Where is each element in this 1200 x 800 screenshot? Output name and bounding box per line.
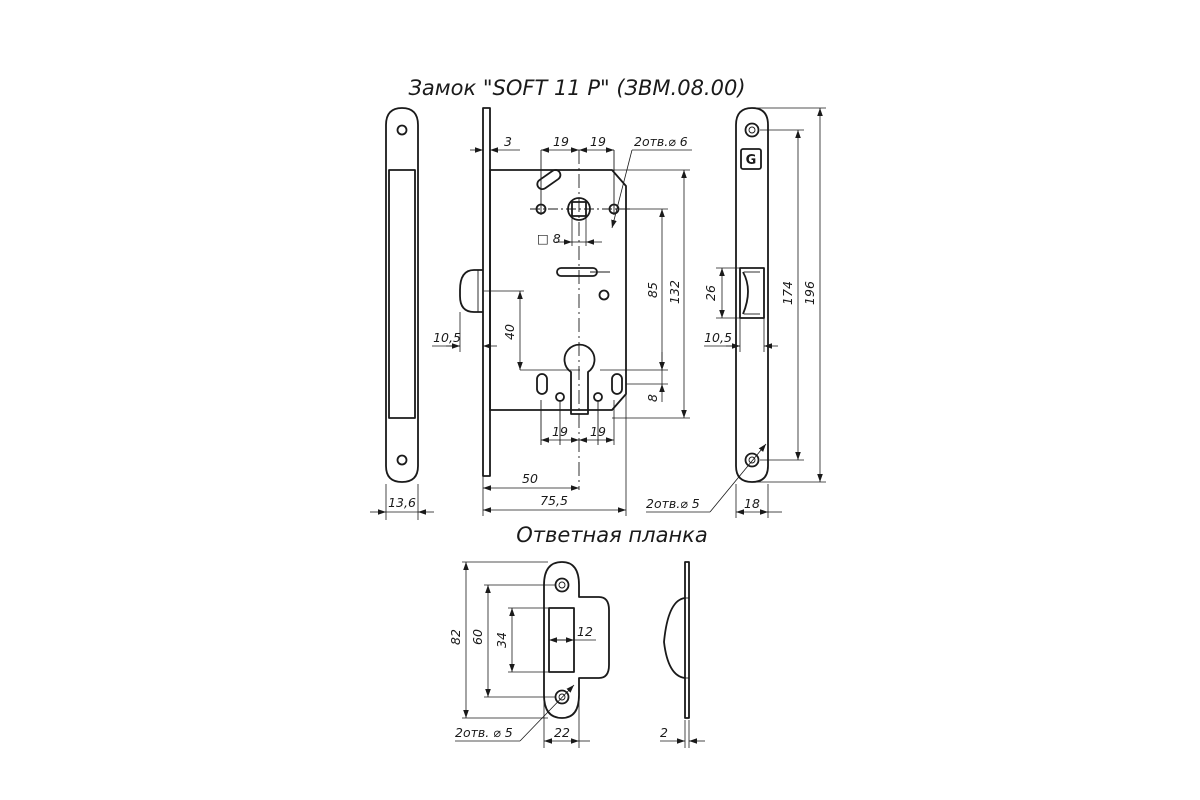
dim-34: 34: [494, 632, 509, 648]
slot-top: [536, 169, 562, 191]
brand-logo-icon: [740, 148, 762, 170]
dim-132: 132: [667, 280, 682, 304]
dim-196: 196: [802, 281, 817, 305]
dim-2: 2: [660, 725, 668, 740]
dim-40: 40: [502, 324, 517, 340]
dim-174: 174: [780, 281, 795, 305]
dim-22: 22: [554, 725, 570, 740]
faceplate-side-view: G 26 10,5 174 196 2отв.⌀ 5: [646, 107, 826, 518]
dim-12: 12: [577, 624, 593, 639]
holes-5-strike-label: 2отв. ⌀ 5: [455, 725, 513, 740]
strike-plate-outline: [543, 561, 610, 719]
dim-85: 85: [645, 282, 660, 298]
latch-window: [739, 267, 765, 319]
brand-logo-letter: G: [746, 153, 757, 168]
cylinder-opening: [563, 343, 596, 415]
strike-plate-title: Ответная планка: [516, 523, 708, 547]
dim-82: 82: [448, 629, 463, 645]
dim-75-5: 75,5: [540, 493, 568, 508]
hole-bottom-left: [555, 392, 565, 402]
dim-3: 3: [504, 134, 512, 149]
dim-8: 8: [645, 394, 660, 402]
screw-hole-top: [744, 122, 760, 138]
screw-hole-top: [396, 124, 408, 136]
screw-hole-bottom: [396, 454, 408, 466]
dim-10-5-left: 10,5: [433, 330, 461, 345]
hole-middle: [598, 289, 610, 301]
dim-square-8: □ 8: [537, 231, 561, 246]
lock-body-view: 3 19 19 2отв.⌀ 6 □ 8 85 132 8: [432, 107, 692, 516]
dim-19-bottom-a: 19: [552, 424, 568, 439]
latch-bolt: [459, 269, 483, 313]
strike-lip-curve: [663, 597, 686, 679]
screw-hole-bottom: [744, 452, 760, 468]
dim-50: 50: [522, 471, 538, 486]
dim-19-bottom-b: 19: [590, 424, 606, 439]
dim-19-top-b: 19: [590, 134, 606, 149]
slot-bottom-left: [536, 373, 548, 395]
dim-60: 60: [470, 629, 485, 645]
lock-title: Замок "SOFT 11 P" (ЗВМ.08.00): [408, 76, 745, 100]
dim-13-6: 13,6: [388, 495, 416, 510]
dim-18: 18: [744, 496, 760, 511]
strike-plate-edge: [684, 561, 690, 719]
holes-6-label: 2отв.⌀ 6: [634, 134, 688, 149]
dim-10-5-right: 10,5: [704, 330, 732, 345]
hole-bottom-right: [593, 392, 603, 402]
dim-19-top-a: 19: [553, 134, 569, 149]
strike-screw-top: [554, 577, 570, 593]
faceplate-front-view: 13,6: [370, 107, 434, 520]
slot-bottom-right: [611, 373, 623, 395]
strike-plate-front-view: 82 60 34 12 2отв. ⌀ 5 22: [448, 561, 610, 748]
dim-26: 26: [703, 285, 718, 301]
faceplate-strip: [482, 107, 491, 477]
holes-5-lock-label: 2отв.⌀ 5: [646, 496, 700, 511]
strike-plate-side-view: 2: [660, 561, 705, 748]
